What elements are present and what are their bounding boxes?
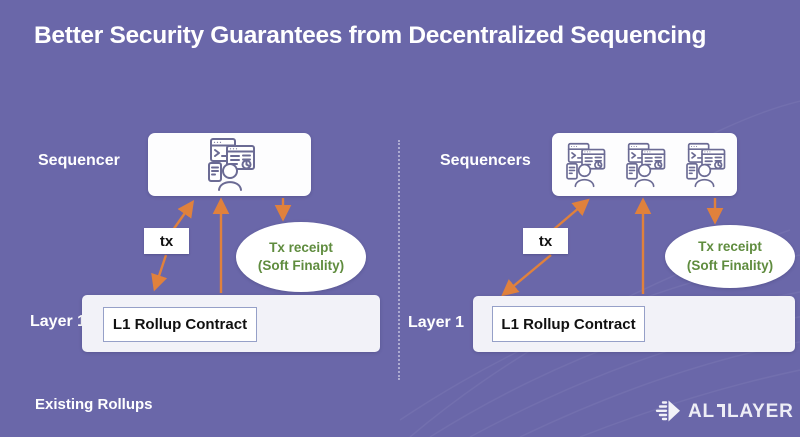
receipt-line2: (Soft Finality) (257, 258, 345, 273)
sequencers-box-right (552, 133, 737, 196)
receipt-line1: Tx receipt (269, 239, 333, 255)
contract-label: L1 Rollup Contract (501, 315, 636, 333)
sequencer-box-left (148, 133, 311, 196)
arrow-tx-to-layer1-right (501, 254, 552, 297)
l1-rollup-contract-box-right: L1 Rollup Contract (492, 306, 645, 342)
layer1-label-left: Layer 1 (30, 313, 87, 330)
altlayer-wordmark: AL LAYER (688, 402, 794, 421)
layer1-label-right: Layer 1 (408, 314, 465, 331)
tx-label: tx (538, 232, 553, 250)
stylized-t-glyph (716, 404, 725, 417)
existing-rollups-caption: Existing Rollups (35, 396, 153, 413)
developer-workstation-icon (207, 138, 255, 191)
receipt-line2: (Soft Finality) (686, 257, 774, 273)
receipt-line1: Tx receipt (698, 239, 762, 255)
altlayer-logo: AL LAYER (655, 399, 794, 423)
l1-rollup-contract-box-left: L1 Rollup Contract (103, 307, 257, 342)
developer-workstation-icon (626, 142, 666, 187)
developer-workstation-icon (686, 142, 726, 187)
altlayer-diamond-icon (655, 400, 680, 422)
tx-label: tx (159, 232, 174, 250)
arrow-tx-to-layer1-left (151, 254, 168, 292)
arrow-tx-to-sequencer-left (172, 200, 195, 231)
brand-suffix: LAYER (726, 400, 794, 422)
tx-receipt-ellipse-left: Tx receipt (Soft Finality) (236, 222, 366, 292)
tx-receipt-ellipse-right: Tx receipt (Soft Finality) (665, 225, 795, 288)
page-title: Better Security Guarantees from Decentra… (34, 22, 707, 49)
panel-divider (398, 140, 400, 380)
tx-box-right: tx (523, 228, 568, 254)
brand-prefix: AL (688, 400, 715, 422)
contract-label: L1 Rollup Contract (112, 316, 248, 333)
arrow-tx-to-sequencers-right (552, 198, 590, 231)
sequencers-label-right: Sequencers (440, 152, 531, 169)
tx-box-left: tx (144, 228, 189, 254)
developer-workstation-icon (566, 142, 606, 187)
sequencer-label-left: Sequencer (38, 152, 120, 169)
